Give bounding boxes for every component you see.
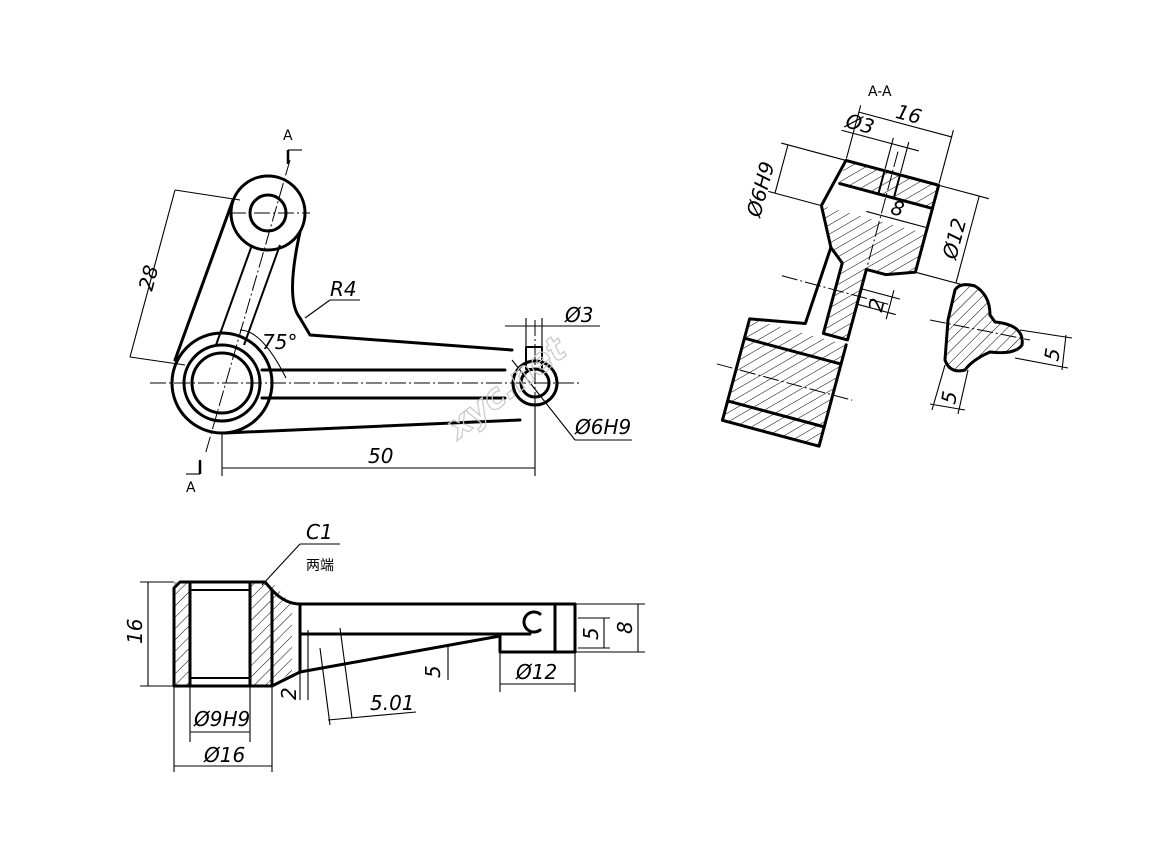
section-pin-left bbox=[877, 169, 886, 195]
sec-dim6-ext-top bbox=[781, 142, 847, 161]
dim-slope-text: 5.01 bbox=[370, 691, 415, 715]
dim-phi6-text: Ø6H9 bbox=[574, 415, 631, 439]
rib-dim5b-ext-r bbox=[957, 369, 969, 415]
boss-hatch-left bbox=[174, 582, 190, 686]
top-boss-outline bbox=[229, 174, 307, 252]
front-view: A A 28 R4 75° Ø3 Ø6H9 50 bbox=[129, 128, 632, 496]
rib-centerline bbox=[929, 319, 1031, 341]
pin-hole-arc bbox=[522, 610, 542, 634]
sec-dim16-text: 16 bbox=[893, 99, 924, 129]
section-top-inner bbox=[838, 182, 934, 210]
bottom-view: C1 两端 16 Ø9H9 Ø16 2 5.01 5 Ø12 bbox=[123, 520, 645, 772]
dim-slope-ext-2 bbox=[339, 627, 353, 719]
link-bottom-edge bbox=[223, 418, 522, 435]
sec-dim16-ext-r bbox=[938, 130, 954, 184]
sec-dim12-line bbox=[955, 195, 980, 284]
dim-28-line bbox=[129, 189, 176, 358]
dim-16-text: 16 bbox=[123, 619, 147, 644]
sec-dim2-line bbox=[885, 290, 895, 320]
sec-dim6-ext-bottom bbox=[768, 190, 822, 207]
sec-dim3-ext-l bbox=[884, 137, 894, 169]
sec-dim3-line bbox=[841, 129, 919, 152]
dim-r4-text: R4 bbox=[330, 277, 357, 301]
section-bore-top bbox=[742, 336, 843, 366]
sec-dim8-line bbox=[866, 210, 928, 229]
arm-outer-left bbox=[173, 198, 235, 362]
rib-dim5-ext-bottom bbox=[1014, 357, 1069, 369]
dim-slope-ext-1 bbox=[319, 647, 331, 726]
sec-dim3-ext-r bbox=[899, 141, 910, 174]
rib-dim5b-text: 5 bbox=[936, 389, 962, 406]
section-web-centerline bbox=[781, 275, 889, 305]
rib-dim5-ext-top bbox=[1019, 329, 1073, 339]
dim-75-arc bbox=[239, 329, 287, 379]
dim-2-text: 2 bbox=[277, 687, 301, 700]
dim-c1-leader bbox=[261, 543, 301, 586]
rib-outline bbox=[943, 283, 1024, 373]
arm-inner-left bbox=[215, 244, 253, 346]
dim-75-text: 75° bbox=[262, 330, 297, 354]
dim-c1-note: 两端 bbox=[306, 558, 334, 574]
sec-dim12-ext-bottom bbox=[915, 271, 966, 287]
sec-dim6-text: Ø6H9 bbox=[741, 159, 779, 220]
dim-rise-text: 5 bbox=[421, 665, 445, 678]
sec-dim6-line bbox=[774, 144, 789, 194]
dim-r4-leader bbox=[304, 299, 331, 319]
section-pin-centerline bbox=[866, 151, 899, 268]
section-title: A-A bbox=[868, 84, 892, 100]
rib-dim5-line bbox=[1061, 334, 1067, 371]
sec-dim12-ext-top bbox=[938, 184, 990, 200]
section-web-hatch bbox=[821, 205, 926, 340]
dim-slope-line bbox=[327, 711, 417, 721]
rib-section: 5 5 bbox=[929, 283, 1073, 415]
dim-phi9-text: Ø9H9 bbox=[193, 707, 250, 731]
dim-phi12-text: Ø12 bbox=[515, 660, 557, 684]
sec-dim12-text: Ø12 bbox=[937, 216, 971, 263]
section-bore-bottom bbox=[726, 399, 826, 429]
section-label-top: A bbox=[283, 128, 293, 144]
rib-dim5b-ext-l bbox=[931, 364, 946, 411]
rib-dim5-text: 5 bbox=[1039, 346, 1065, 363]
arm-centerline bbox=[204, 159, 291, 456]
arm-outer-right bbox=[291, 230, 514, 352]
dim-phi16-text: Ø16 bbox=[203, 743, 245, 767]
rib-dim5b-line bbox=[929, 403, 966, 411]
pin-hole bbox=[525, 346, 543, 370]
section-upper-outline bbox=[819, 158, 941, 342]
section-view: A-A 16 Ø3 8 Ø12 Ø6H9 bbox=[716, 84, 990, 448]
dim-28-text: 28 bbox=[134, 262, 164, 293]
dim-phi3-text: Ø3 bbox=[564, 303, 593, 327]
arm-inner-right bbox=[243, 244, 281, 346]
sec-dim3-text: Ø3 bbox=[842, 108, 877, 139]
arm-outline bbox=[270, 588, 577, 688]
section-label-bottom: A bbox=[186, 480, 196, 496]
main-bore bbox=[190, 351, 254, 415]
dim-50-text: 50 bbox=[368, 444, 393, 468]
rib-hatch bbox=[945, 284, 1023, 371]
top-boss-hole bbox=[248, 193, 288, 233]
dim-end-inner-text: 5 bbox=[579, 627, 603, 640]
sec-dim2-ext-bottom bbox=[856, 303, 896, 316]
section-bore-centerline bbox=[716, 363, 853, 401]
main-boss-chamfer bbox=[182, 343, 262, 423]
dim-phi6-leader bbox=[511, 359, 576, 441]
sec-dim16-ext-l bbox=[845, 105, 862, 159]
sec-dim2-ext-top bbox=[861, 288, 900, 300]
sec-dim2-text: 2 bbox=[863, 296, 889, 315]
section-pin-right bbox=[892, 173, 902, 200]
dim-c1-text: C1 bbox=[306, 520, 333, 544]
dim-28-ext-bottom bbox=[129, 356, 186, 366]
dim-end-outer-text: 8 bbox=[613, 621, 637, 634]
section-bottom-hatch bbox=[722, 318, 847, 447]
sec-dim16-line bbox=[858, 111, 952, 138]
dim-28-ext-top bbox=[174, 189, 241, 201]
sec-dim8-text: 8 bbox=[888, 195, 907, 221]
